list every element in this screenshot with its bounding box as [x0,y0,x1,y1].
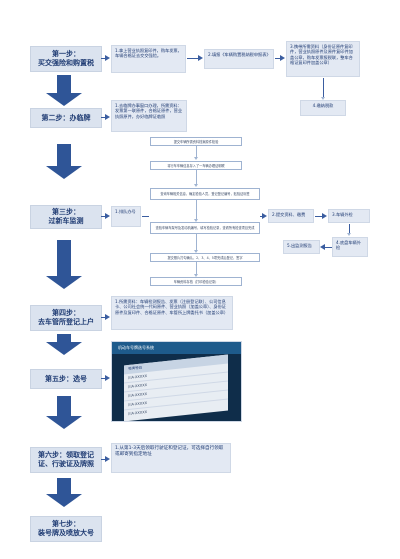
connector [196,170,197,185]
arrow-down-icon [194,184,198,187]
step-4-box: 第四步： 去车管所登记上户 [30,305,102,331]
screen-title: 机动车号牌选号系统 [118,345,154,350]
step-5-title: 第五步：选号 [45,374,87,383]
step-6-box: 第六步：领取登记 证、行驶证及牌照 [30,447,102,473]
arrow-down-icon [46,75,82,106]
step-6-box-1: 1.从第1-3天后领取行驶证和登记证，可选择自行领取或邮寄到指定地址 [111,443,231,473]
arrow-right-icon [105,213,110,219]
arrow-down-icon [46,334,82,355]
connector [101,459,106,460]
step-2-box: 第二步：办临牌 [30,108,102,128]
arrow-left-icon [320,244,325,250]
step-1-box: 第一步： 买交强险和购置税 [30,46,102,72]
connector [196,234,197,251]
step-7-box: 第七步： 装号牌及喷放大号 [30,516,102,542]
arrow-down-icon [46,144,82,179]
step-6-title: 第六步：领取登记 [38,451,94,459]
step-1-subtitle: 买交强险和购置税 [38,59,94,67]
arrow-right-icon [105,55,110,61]
step-4-title: 第四步： [52,309,80,317]
arrow-down-icon [194,250,198,253]
arrow-right-icon [105,314,110,320]
flow-step-5: 提交照片打勾确认，2、3、4、5项完成后登记，签字 [150,253,260,262]
arrow-down-icon [46,396,82,429]
step-1-box-4: 4.缴纳税款 [300,100,346,116]
step-1-box-3: 3.携带所需资料（身份证原件复印件，营业执照原件及原件复印件加盖公章，购车发票报… [286,41,360,77]
connector [142,216,149,217]
step-1-box-1: 1.拿上营业执照复印件，购车发票，车辆合格证去交交强险。 [111,45,186,73]
arrow-down-icon [194,219,198,222]
step-3-box-3: 3.车辆外检 [328,209,370,223]
step-5-box: 第五步：选号 [30,369,102,389]
flow-step-6: 车辆资料存档（打印检验记录） [150,277,242,286]
step-4-box-1: 1.所需资料：车辆检测报告、发票（注册登记联）、公司信息卡、公司社会统一代码原件… [111,296,233,330]
plate-selection-screenshot: 机动车号牌选号系统 号牌号码 川A·XXXXX 川A·XXXXX 川A·XXXX… [111,341,242,422]
connector [196,200,197,220]
connector [196,146,197,158]
step-4-subtitle: 去车管所登记上户 [38,318,94,326]
connector [315,216,323,217]
connector [101,117,106,118]
flow-step-1: 提交车辆所需资料档案原件检验 [150,137,242,146]
flow-step-4: 查验车辆车架号及发动机编号，填写检验记录，查看所有检查项目完成 [150,222,260,234]
connector [260,216,263,217]
arrow-right-icon [280,55,285,61]
step-3-box-4: 4.底盘车辆外检 [332,237,368,257]
arrow-right-icon [105,114,110,120]
step-3-box-5: 5.出监测报告 [283,240,320,254]
step-3-box: 第三步： 过新车监测 [30,205,102,229]
arrow-right-icon [105,456,110,462]
connector [275,58,280,59]
step-1-box-2: 2.填报《车辆购置税纳税申报表》 [204,49,274,69]
arrow-down-icon [46,240,82,289]
step-1-title: 第一步： [52,50,80,58]
arrow-right-icon [322,213,327,219]
connector [325,247,332,248]
step-3-subtitle: 过新车监测 [48,217,84,225]
arrow-right-icon [262,213,267,219]
step-2-title: 第二步：办临牌 [41,113,91,122]
step-3-box-2: 2.提交资料、缴费 [268,209,314,223]
connector [349,224,350,234]
arrow-right-icon [198,55,203,61]
arrow-right-icon [105,375,110,381]
connector [187,58,199,59]
flow-step-3: 查询车辆相关信息，确定检验人员，登记登记编号，贴验证标签 [150,188,260,200]
step-3-box-1: 1.排队办号 [111,206,141,227]
arrow-down-icon [46,478,82,507]
arrow-down-icon [194,157,198,160]
arrow-down-icon [194,274,198,277]
step-2-box-1: 1.去临牌办事窗口办理，所需资料：发票第一联原件，合格证原件，营业执照原件，办好… [111,100,187,132]
arrow-down-icon [321,97,325,100]
arrow-down-icon [347,233,351,236]
step-3-title: 第三步： [52,208,80,216]
connector [101,317,106,318]
step-6-subtitle: 证、行驶证及牌照 [38,460,94,468]
flow-step-2: 将行车车辆信息存入了一车辆办理证明联 [150,161,242,170]
connector [323,78,324,98]
connector [196,262,197,275]
connector [101,216,106,217]
step-7-subtitle: 装号牌及喷放大号 [38,529,94,537]
step-7-title: 第七步： [52,520,80,528]
connector [101,58,106,59]
connector [101,378,106,379]
